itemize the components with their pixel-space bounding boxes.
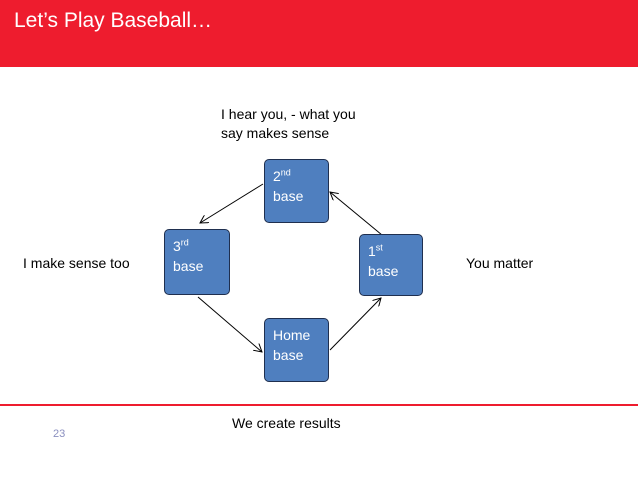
label-left: I make sense too [23, 255, 130, 271]
slide-title: Let’s Play Baseball… [14, 9, 213, 32]
arrow-third-to-home [197, 296, 262, 352]
arrow-second-to-third [200, 183, 264, 223]
label-top-line1: I hear you, - what you [221, 106, 356, 122]
footer-divider [0, 404, 638, 406]
second-base-ordinal: 2nd [273, 167, 291, 184]
second-base-box: 2nd base [264, 159, 329, 223]
first-base-box: 1st base [359, 234, 423, 296]
arrow-home-to-first [329, 298, 381, 351]
first-base-label: base [368, 263, 399, 279]
arrow-first-to-second [330, 192, 383, 236]
second-base-label: base [273, 188, 304, 204]
third-base-ordinal: 3rd [173, 237, 189, 254]
home-base-box: Home base [264, 318, 329, 382]
home-base-line2: base [273, 347, 304, 363]
label-bottom: We create results [232, 415, 341, 431]
header-bar: Let’s Play Baseball… [0, 0, 638, 67]
label-top-line2: say makes sense [221, 125, 330, 141]
label-right: You matter [466, 255, 534, 271]
third-base-label: base [173, 258, 204, 274]
label-top: I hear you, - what you say makes sense [221, 105, 356, 143]
page-number: 23 [53, 428, 66, 440]
home-base-line1: Home [273, 327, 311, 343]
first-base-ordinal: 1st [368, 242, 383, 259]
third-base-box: 3rd base [164, 229, 230, 295]
